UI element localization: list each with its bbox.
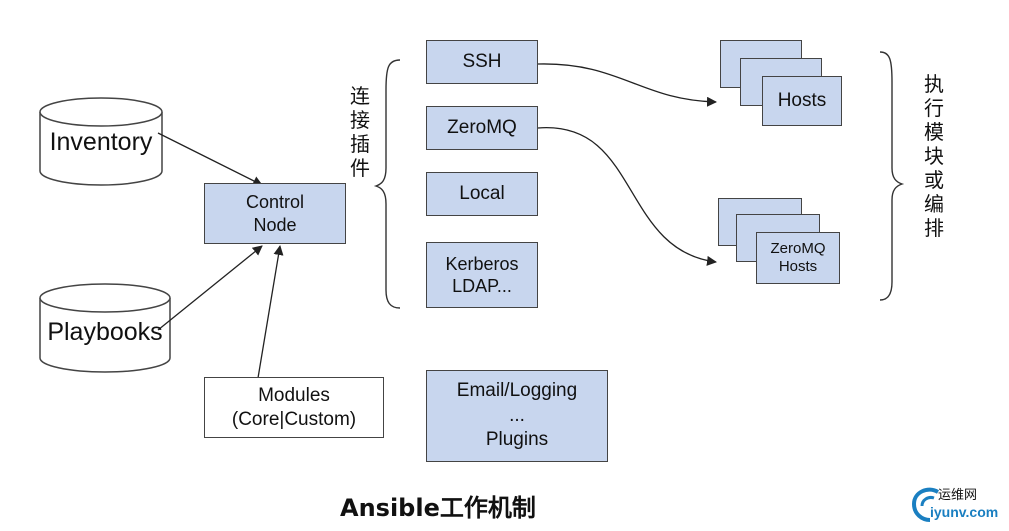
inventory-cylinder — [39, 97, 163, 186]
arrow-zeromq-to-zeromq-hosts — [537, 127, 717, 266]
hosts-box: Hosts — [762, 76, 842, 126]
arrow-ssh-to-hosts — [537, 63, 717, 107]
diagram-title: Ansible工作机制 — [340, 494, 536, 522]
zeromq-hosts-box: ZeroMQ Hosts — [756, 232, 840, 284]
playbooks-label: Playbooks — [47, 318, 163, 346]
control-node-box: Control Node — [204, 183, 346, 244]
connection-plugins-label: 连 接 插 件 — [350, 84, 370, 180]
right-brace — [879, 51, 905, 301]
ssh-box: SSH — [426, 40, 538, 84]
arrow-modules-to-control — [257, 245, 284, 379]
watermark-swirl-icon — [911, 487, 940, 522]
email-logging-plugins-box: Email/Logging ... Plugins — [426, 370, 608, 462]
local-box: Local — [426, 172, 538, 216]
zeromq-box: ZeroMQ — [426, 106, 538, 150]
arrow-playbooks-to-control — [157, 245, 263, 331]
watermark-url: iyunv.com — [930, 504, 999, 520]
watermark-logo: 运维网 iyunv.com — [908, 480, 1004, 526]
inventory-label: Inventory — [49, 128, 153, 156]
playbooks-cylinder — [39, 283, 171, 373]
arrow-inventory-to-control — [157, 132, 263, 186]
watermark-text-cn: 运维网 — [938, 488, 978, 503]
modules-box: Modules (Core|Custom) — [204, 377, 384, 438]
execution-label: 执 行 模 块 或 编 排 — [924, 72, 944, 240]
kerberos-ldap-box: Kerberos LDAP... — [426, 242, 538, 308]
left-brace — [373, 59, 401, 309]
